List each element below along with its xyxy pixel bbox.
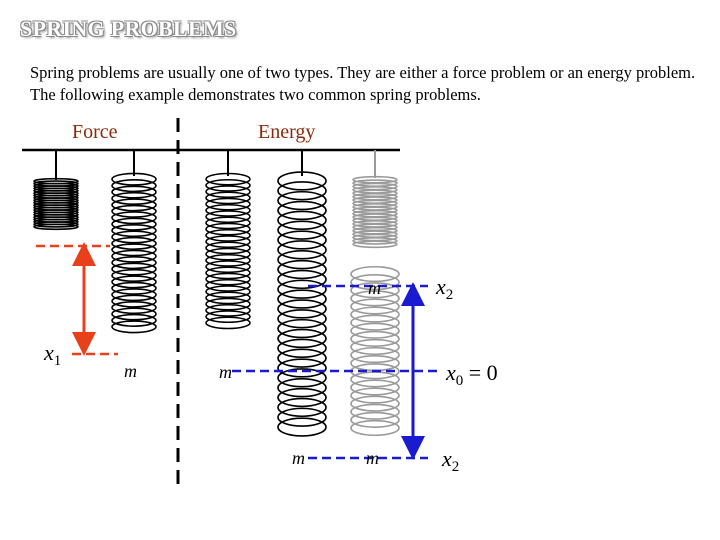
mass-label-energy-bottom-gray: m (366, 448, 379, 468)
energy-spring-stretched (277, 150, 327, 437)
mass-label-energy-bottom-black: m (292, 448, 305, 468)
label-x2-top-base: x (435, 274, 446, 299)
intro-paragraph: Spring problems are usually one of two t… (30, 63, 696, 104)
energy-spring-gray-compressed (352, 150, 398, 249)
mass-label-force: m (124, 361, 137, 381)
slide-title: SPRING PROBLEMS (20, 16, 237, 41)
label-x2-bottom: x2 (441, 446, 459, 475)
mass-label-energy-top: m (368, 278, 381, 298)
springs-group (33, 150, 400, 437)
label-x2-top-sub: 2 (446, 287, 454, 303)
mass-label-energy-equilibrium: m (219, 362, 232, 382)
label-x0-rest: = 0 (463, 360, 497, 385)
energy-spring-equilibrium (205, 150, 251, 330)
label-x0: x0 = 0 (445, 360, 498, 389)
label-x2-bottom-sub: 2 (452, 459, 460, 475)
force-spring-rest (33, 150, 79, 231)
energy-header: Energy (258, 121, 315, 143)
label-x1-base: x (43, 340, 54, 365)
label-x1-sub: 1 (54, 353, 62, 369)
label-x0-sub: 0 (456, 373, 464, 389)
force-spring-stretched (111, 150, 157, 334)
label-x2-bottom-base: x (441, 446, 452, 471)
label-x1: x1 (43, 340, 61, 369)
label-x2-top: x2 (435, 274, 453, 303)
energy-spring-gray-stretched (350, 265, 400, 437)
label-x0-base: x (445, 360, 456, 385)
force-header: Force (72, 121, 118, 143)
